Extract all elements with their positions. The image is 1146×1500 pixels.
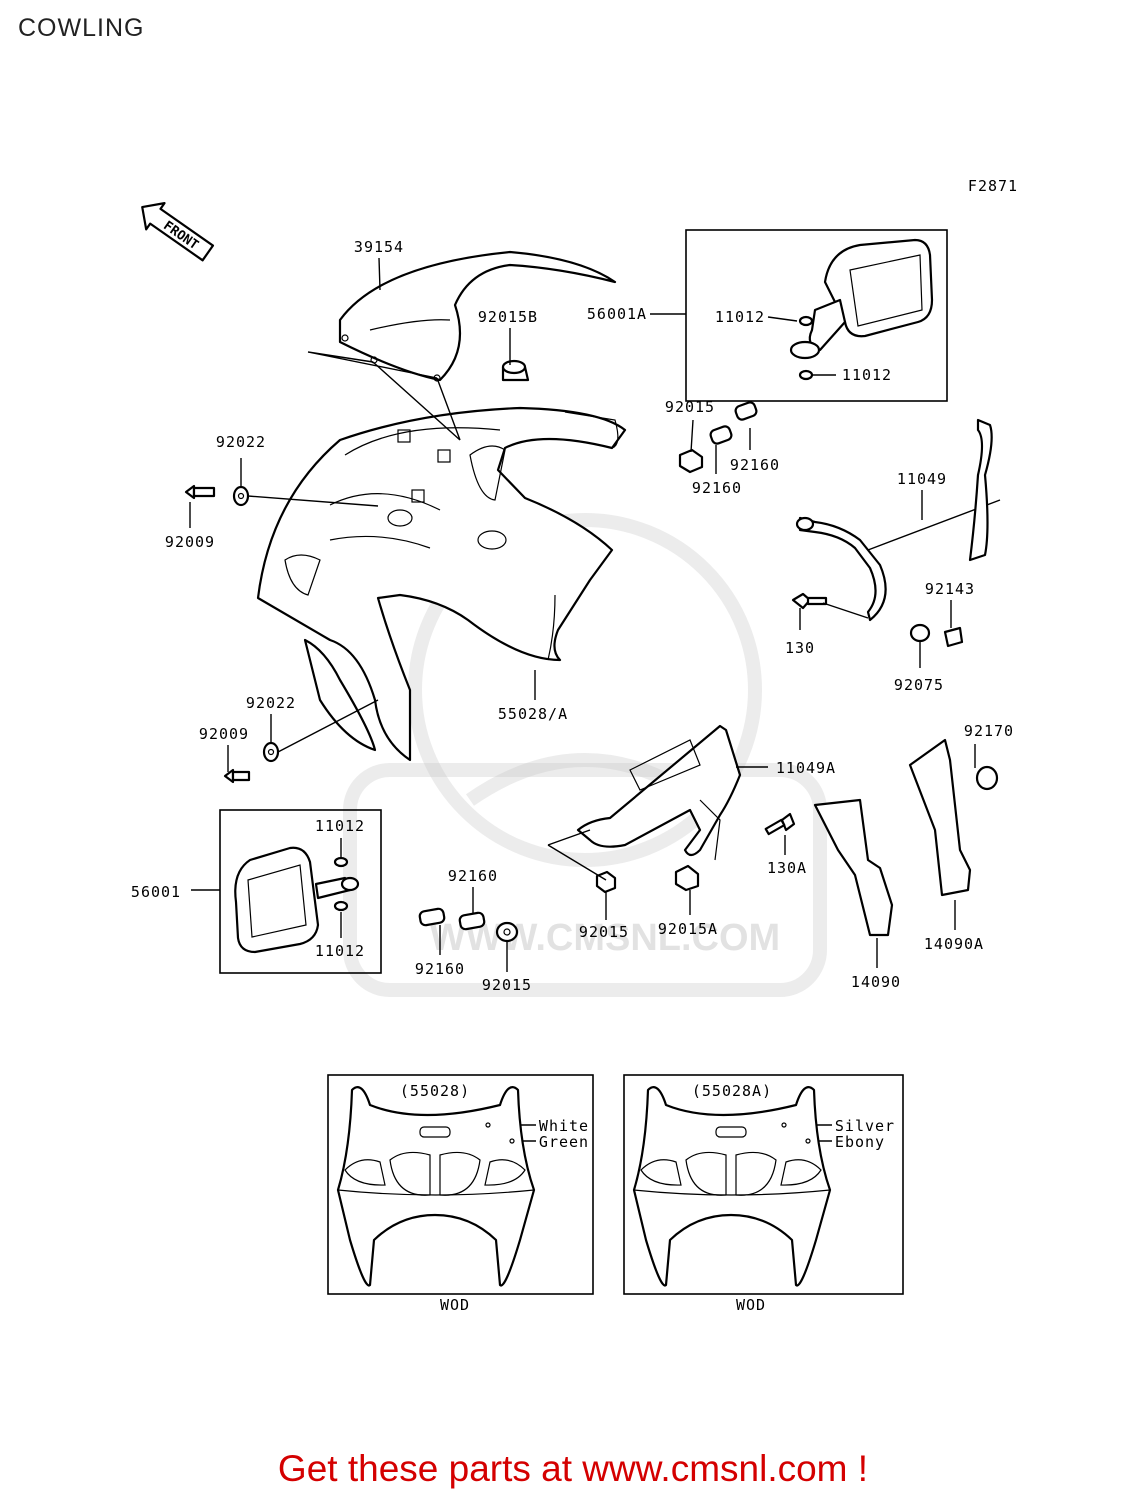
part-label: 92015: [665, 398, 715, 416]
plate-92160-a: [709, 425, 733, 445]
part-label: 92022: [246, 694, 296, 712]
part-label: 92015A: [658, 920, 718, 938]
cover-14090a: [908, 738, 972, 897]
mirror-box-right: [685, 229, 948, 402]
watermark-text: WWW.CMSNL.COM: [430, 917, 780, 959]
bracket-11049a: [576, 724, 742, 861]
part-label: 92022: [216, 433, 266, 451]
variant-color: Ebony: [835, 1133, 885, 1151]
plate-92160-c: [418, 907, 446, 927]
part-label: 92015: [579, 923, 629, 941]
footer-link-text[interactable]: Get these parts at www.cmsnl.com !: [277, 1448, 869, 1489]
variant-code: (55028): [400, 1082, 470, 1100]
part-label: 92160: [730, 456, 780, 474]
part-label: 39154: [354, 238, 404, 256]
screw-92009-upper: [184, 484, 216, 500]
part-label: 92009: [199, 725, 249, 743]
mirror-box-left: [219, 809, 382, 974]
plate-92160-b: [734, 401, 758, 421]
windshield: [338, 250, 617, 382]
part-label: 11012: [315, 942, 365, 960]
plate-92160-d: [458, 911, 486, 931]
screw-92009-lower: [223, 768, 251, 784]
variant-code: (55028A): [692, 1082, 772, 1100]
part-label: 92170: [964, 722, 1014, 740]
leader-lines: [189, 257, 976, 972]
nut-92015-mid: [595, 870, 617, 894]
well-nut-92015b: [501, 359, 530, 382]
variant-note: WOD: [736, 1296, 766, 1314]
part-label: 11012: [315, 817, 365, 835]
nut-92015-lower: [495, 921, 519, 943]
part-label: 14090A: [924, 935, 984, 953]
part-label: 55028/A: [498, 705, 568, 723]
part-label: 92143: [925, 580, 975, 598]
variant-panel-55028: (55028) White Green WOD: [327, 1074, 594, 1314]
figure-code: F2871: [968, 177, 1018, 195]
part-label: 11049: [897, 470, 947, 488]
mirror-right: [789, 238, 934, 381]
upper-cowling: [256, 406, 627, 762]
variant-color: White: [539, 1117, 589, 1135]
variant-color: Green: [539, 1133, 589, 1151]
part-label: 11012: [842, 366, 892, 384]
part-label: 11049A: [776, 759, 836, 777]
part-label: 14090: [851, 973, 901, 991]
stay-11049: [795, 418, 1001, 622]
part-labels: 39154 92015B 56001A 11012 11012 92015 92…: [131, 238, 1014, 994]
washer-92022-lower: [262, 741, 280, 763]
front-arrow: FRONT: [141, 202, 215, 262]
grommet-92143: [943, 626, 964, 648]
part-label: 92160: [448, 867, 498, 885]
part-label: 130A: [767, 859, 807, 877]
nut-92015a: [674, 864, 700, 892]
collar-92075: [909, 623, 931, 643]
part-label: 11012: [715, 308, 765, 326]
cover-14090: [813, 798, 894, 937]
part-label: 56001: [131, 883, 181, 901]
page-title: COWLING: [18, 14, 145, 42]
bolt-130a: [764, 812, 796, 836]
mirror-left: [234, 846, 360, 954]
part-label: 56001A: [587, 305, 647, 323]
part-label: 92015B: [478, 308, 538, 326]
part-label: 92160: [692, 479, 742, 497]
part-label: 92015: [482, 976, 532, 994]
washer-92022-upper: [232, 485, 250, 507]
part-label: 130: [785, 639, 815, 657]
nut-92015-upper: [678, 448, 704, 474]
part-label: 92160: [415, 960, 465, 978]
part-label: 92075: [894, 676, 944, 694]
variant-note: WOD: [440, 1296, 470, 1314]
variant-color: Silver: [835, 1117, 895, 1135]
part-label: 92009: [165, 533, 215, 551]
clip-92170: [975, 765, 999, 791]
bolt-130: [791, 592, 828, 610]
variant-panel-55028a: (55028A) Silver Ebony WOD: [623, 1074, 904, 1314]
